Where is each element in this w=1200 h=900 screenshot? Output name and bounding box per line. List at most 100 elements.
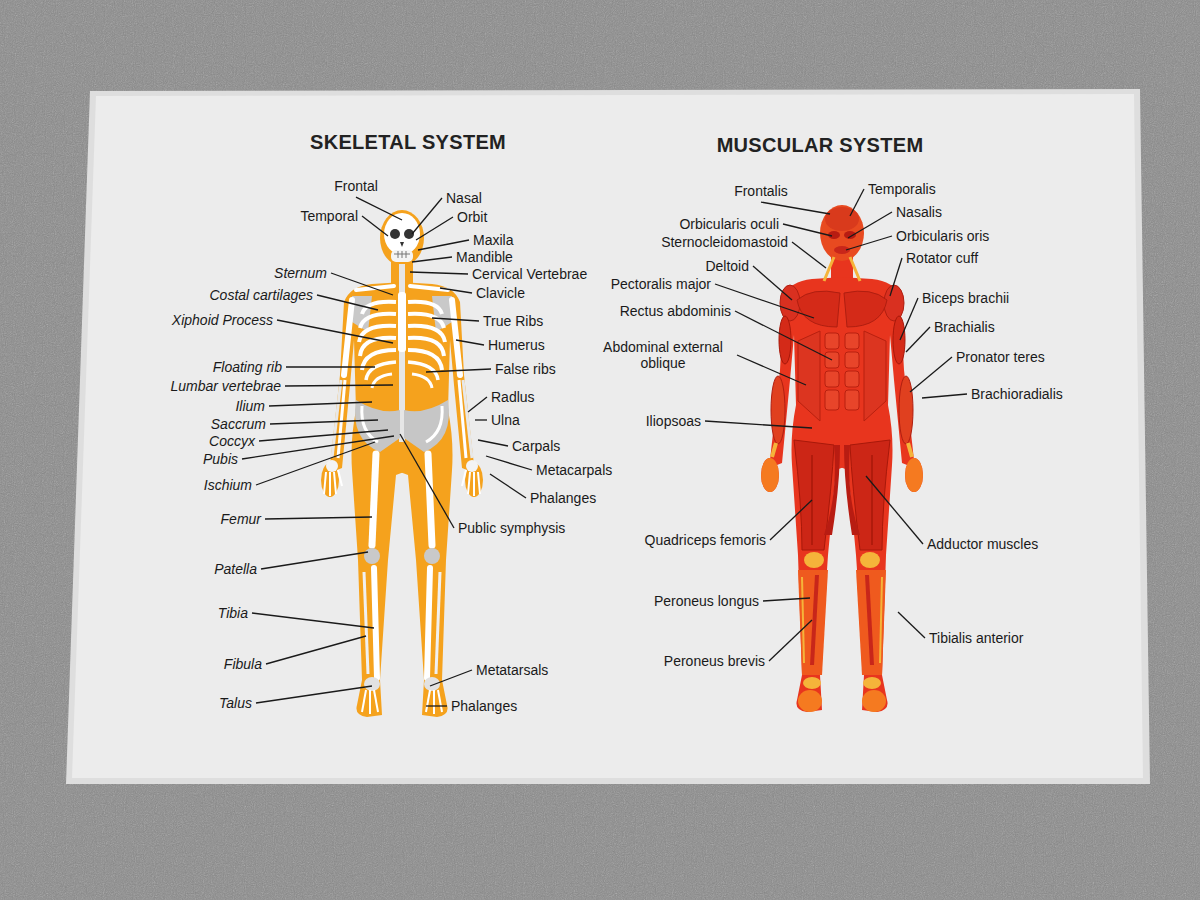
part-label: Temporal [300, 208, 358, 224]
figure-ellipse [825, 207, 859, 231]
leader-line [410, 272, 468, 274]
leader-line [866, 476, 923, 544]
leader-line [331, 273, 393, 295]
part-label: Phalanges [530, 490, 596, 506]
figure-line [402, 251, 403, 258]
leader-line [426, 369, 491, 372]
leader-line [456, 340, 484, 345]
part-label: Femur [221, 511, 261, 527]
part-label: Fibula [224, 656, 262, 672]
part-label: Talus [219, 695, 252, 711]
figure-use [400, 282, 483, 717]
leader-line [285, 385, 393, 386]
leader-line [910, 357, 952, 392]
part-label: Nasal [446, 190, 482, 206]
part-label: Mandible [456, 249, 513, 265]
part-label: Frontalis [734, 183, 788, 199]
part-label: Tibia [218, 605, 248, 621]
part-label: Ischium [204, 477, 252, 493]
leader-line [705, 421, 812, 428]
part-label: Metacarpals [536, 462, 612, 478]
figure-ellipse [380, 210, 424, 266]
leader-line [486, 456, 532, 470]
part-label: Orbicularis oris [896, 228, 989, 244]
part-label: Ulna [491, 412, 520, 428]
part-label: Sternocleidomastoid [661, 234, 788, 250]
leader-line [850, 189, 864, 216]
part-label: Pubis [203, 451, 238, 467]
part-label: Orbit [457, 209, 487, 225]
part-label: Floating rib [213, 359, 282, 375]
leader-line [400, 434, 454, 528]
leader-line [256, 442, 375, 485]
part-label: Brachioradialis [971, 386, 1063, 402]
part-label: True Ribs [483, 313, 543, 329]
leader-line [468, 397, 487, 412]
leader-line [922, 394, 967, 398]
leader-line [763, 598, 810, 601]
leader-line [412, 257, 452, 262]
part-label: Pronator teres [956, 349, 1045, 365]
part-label: Sternum [274, 265, 327, 281]
part-label: Rectus abdominis [620, 303, 731, 319]
figure-line [406, 251, 407, 258]
part-label: Frontal [334, 178, 378, 194]
part-label: Temporalis [868, 181, 936, 197]
figure-use [761, 257, 840, 712]
leader-line [426, 705, 447, 706]
figure-g [761, 253, 923, 712]
leader-line [769, 620, 812, 661]
part-label: Peroneus brevis [664, 653, 765, 669]
part-label: False ribs [495, 361, 556, 377]
rug-ground [72, 94, 1143, 778]
figure-g [321, 210, 483, 717]
leader-line [286, 366, 375, 367]
leader-line [266, 636, 366, 664]
part-label: Patella [214, 561, 257, 577]
leader-line [256, 686, 372, 703]
leader-line [770, 500, 812, 540]
leader-line [269, 402, 372, 406]
part-label: Abdominal external oblique [593, 339, 733, 371]
rug-border [66, 89, 1150, 784]
part-label: Brachialis [934, 319, 995, 335]
part-label: Carpals [512, 438, 560, 454]
part-label: Rotator cuff [906, 250, 978, 266]
part-label: Adductor muscles [927, 536, 1038, 552]
leader-line [900, 298, 918, 340]
part-label: Biceps brachii [922, 290, 1009, 306]
part-label: Maxila [473, 232, 513, 248]
leader-line [490, 474, 526, 498]
skeleton-figure [321, 210, 483, 717]
leader-line [416, 217, 453, 240]
part-label: Saccrum [211, 416, 266, 432]
leader-line [277, 320, 393, 343]
part-label: Quadriceps femoris [645, 532, 766, 548]
leader-line [735, 311, 832, 360]
muscle-figure [761, 205, 923, 712]
figure-use [404, 286, 480, 714]
figure-rect [391, 250, 413, 262]
leader-line [252, 613, 374, 628]
leader-line [753, 266, 792, 300]
leader-line [792, 242, 826, 268]
part-label: Orbicularis oculi [679, 216, 779, 232]
figure-line [398, 251, 399, 258]
figure-use [324, 286, 400, 714]
part-label: Peroneus longus [654, 593, 759, 609]
leader-line [761, 202, 830, 214]
part-label: Tibialis anterior [929, 630, 1023, 646]
leader-line [440, 288, 472, 293]
part-label: Cervical Vertebrae [472, 266, 587, 282]
figure-use [844, 257, 923, 712]
leader-line [265, 517, 372, 519]
leader-line [906, 327, 930, 352]
leader-line [846, 236, 892, 250]
leader-line [270, 420, 378, 424]
leader-line [242, 436, 394, 459]
leader-line [890, 258, 902, 296]
leader-line [737, 355, 806, 385]
leader-line [418, 240, 469, 250]
part-label: Xiphoid Process [172, 312, 273, 328]
